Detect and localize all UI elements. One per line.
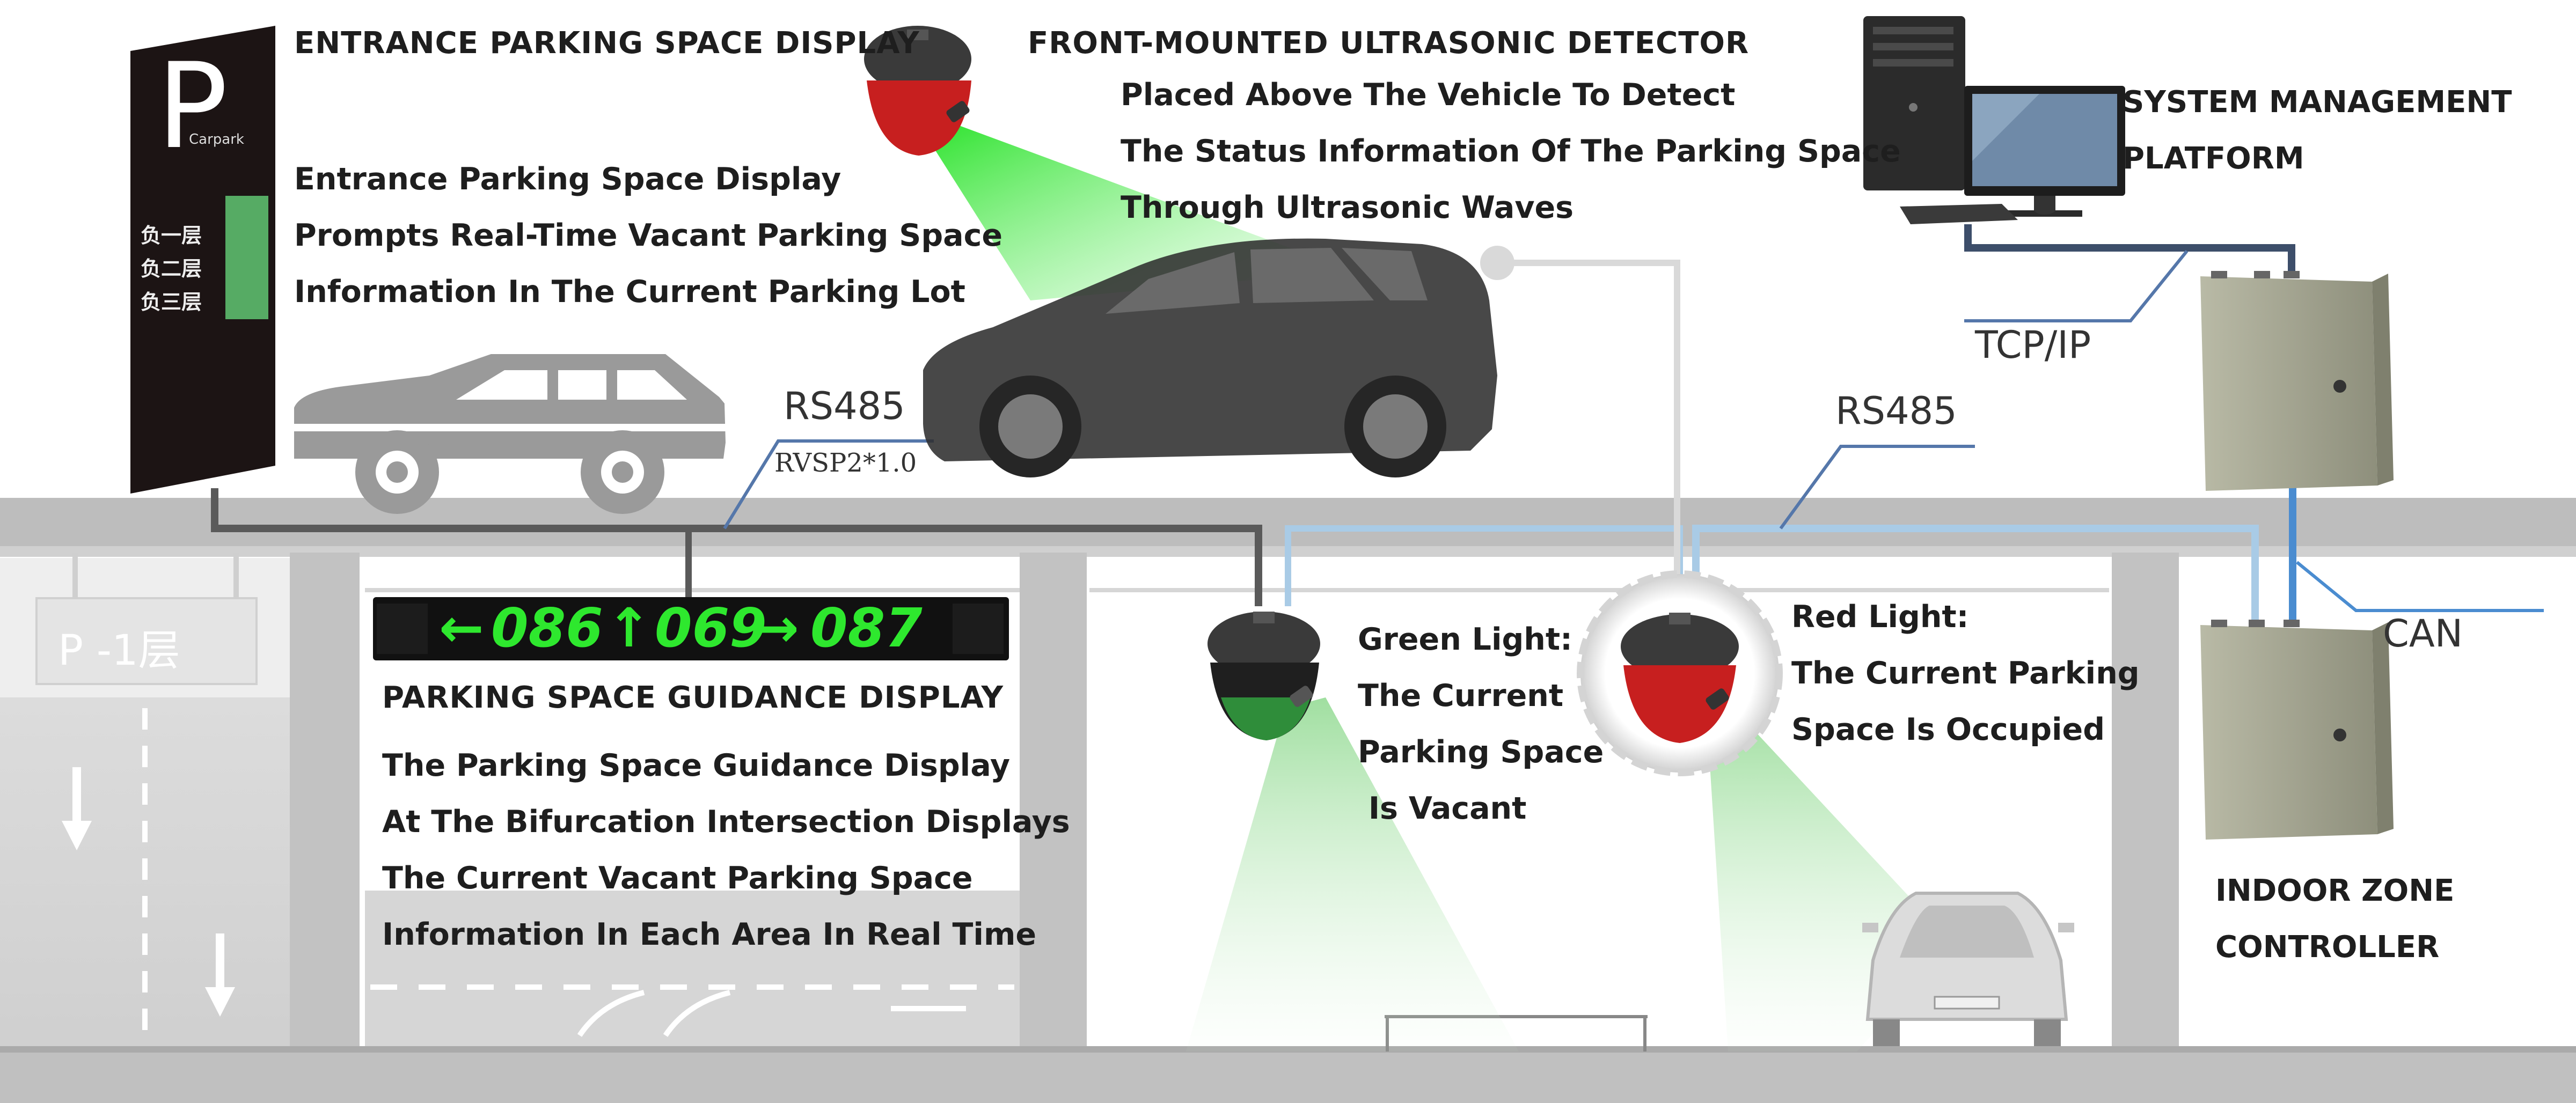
controller-cabinet-lower <box>2200 620 2394 840</box>
red-light-line: The Current Parking <box>1791 656 2140 691</box>
car-silhouette <box>294 354 726 514</box>
guidance-display-line: At The Bifurcation Intersection Displays <box>382 804 1070 840</box>
red-light-label: Red Light: The Current Parking Space Is … <box>1791 589 2140 758</box>
can-label: CAN <box>2383 612 2463 656</box>
computer-icon <box>1863 16 2125 224</box>
panel-left-value: 086 <box>491 597 603 659</box>
panel-up-value: 069 <box>655 597 767 659</box>
red-light-detector-icon <box>1577 570 1783 776</box>
system-management-line: PLATFORM <box>2123 141 2304 176</box>
entrance-sign-floor-1: 负一层 <box>141 224 202 247</box>
controller-cabinet-upper <box>2200 271 2394 491</box>
entrance-sign-floor-2: 负二层 <box>141 257 202 281</box>
guidance-display-line: Information In Each Area In Real Time <box>382 917 1037 952</box>
guidance-display-title: PARKING SPACE GUIDANCE DISPLAY <box>382 680 1004 715</box>
green-light-line: Green Light: <box>1358 622 1572 657</box>
guidance-display-line: The Parking Space Guidance Display <box>382 748 1011 783</box>
guidance-display-line: The Current Vacant Parking Space <box>382 861 973 896</box>
rs485-right-label: RS485 <box>1835 389 1957 433</box>
system-management-label: SYSTEM MANAGEMENT PLATFORM <box>2123 74 2512 187</box>
ultrasonic-line: The Status Information Of The Parking Sp… <box>1121 134 1901 169</box>
floor-sign-text: P -1层 <box>58 627 180 675</box>
green-light-detector-icon <box>1208 612 1320 740</box>
panel-right-arrow: → <box>754 597 799 659</box>
green-light-line: The Current <box>1358 678 1564 714</box>
green-beam <box>1186 697 1519 1051</box>
tcp-ip-label: TCP/IP <box>1975 323 2091 367</box>
ultrasonic-line: Through Ultrasonic Waves <box>1121 190 1574 225</box>
green-light-line: Parking Space <box>1358 734 1604 770</box>
guidance-display-panel <box>373 597 1009 660</box>
ultrasonic-detector-icon <box>864 26 971 156</box>
rvsp-label: RVSP2*1.0 <box>774 448 917 478</box>
green-light-line: Is Vacant <box>1358 791 1527 826</box>
ultrasonic-body: Placed Above The Vehicle To Detect The S… <box>1121 67 1901 236</box>
parked-car <box>1862 892 2074 1046</box>
green-light-label: Green Light: The Current Parking Space I… <box>1358 612 1604 837</box>
red-light-line: Red Light: <box>1791 599 1969 635</box>
ultrasonic-title: FRONT-MOUNTED ULTRASONIC DETECTOR <box>1028 26 1750 61</box>
network-cables <box>211 224 2544 628</box>
entrance-display-body: Entrance Parking Space Display Prompts R… <box>294 151 1002 320</box>
entrance-display-line: Prompts Real-Time Vacant Parking Space <box>294 218 1003 253</box>
indoor-zone-controller-label: INDOOR ZONE CONTROLLER <box>2215 863 2454 975</box>
guidance-display-body: The Parking Space Guidance Display At Th… <box>382 738 1070 963</box>
entrance-sign <box>130 26 275 494</box>
controller-line: INDOOR ZONE <box>2215 873 2455 908</box>
entrance-display-title: ENTRANCE PARKING SPACE DISPLAY <box>294 26 920 61</box>
red-light-line: Space Is Occupied <box>1791 712 2105 747</box>
hatchback-car <box>923 238 1497 477</box>
ultrasonic-line: Placed Above The Vehicle To Detect <box>1121 77 1736 113</box>
entrance-display-line: Entrance Parking Space Display <box>294 161 841 197</box>
panel-up-arrow: ↑ <box>606 597 652 659</box>
entrance-sign-letter: P <box>157 38 228 175</box>
system-management-line: SYSTEM MANAGEMENT <box>2123 85 2512 120</box>
entrance-display-line: Information In The Current Parking Lot <box>294 274 965 310</box>
floor-sign <box>35 597 258 685</box>
controller-line: CONTROLLER <box>2215 930 2440 965</box>
panel-left-arrow: ← <box>439 597 484 659</box>
panel-right-value: 087 <box>810 597 923 659</box>
entrance-sign-brand: Carpark <box>189 131 244 148</box>
entrance-sign-floor-3: 负三层 <box>141 290 202 314</box>
rs485-left-label: RS485 <box>784 384 905 428</box>
